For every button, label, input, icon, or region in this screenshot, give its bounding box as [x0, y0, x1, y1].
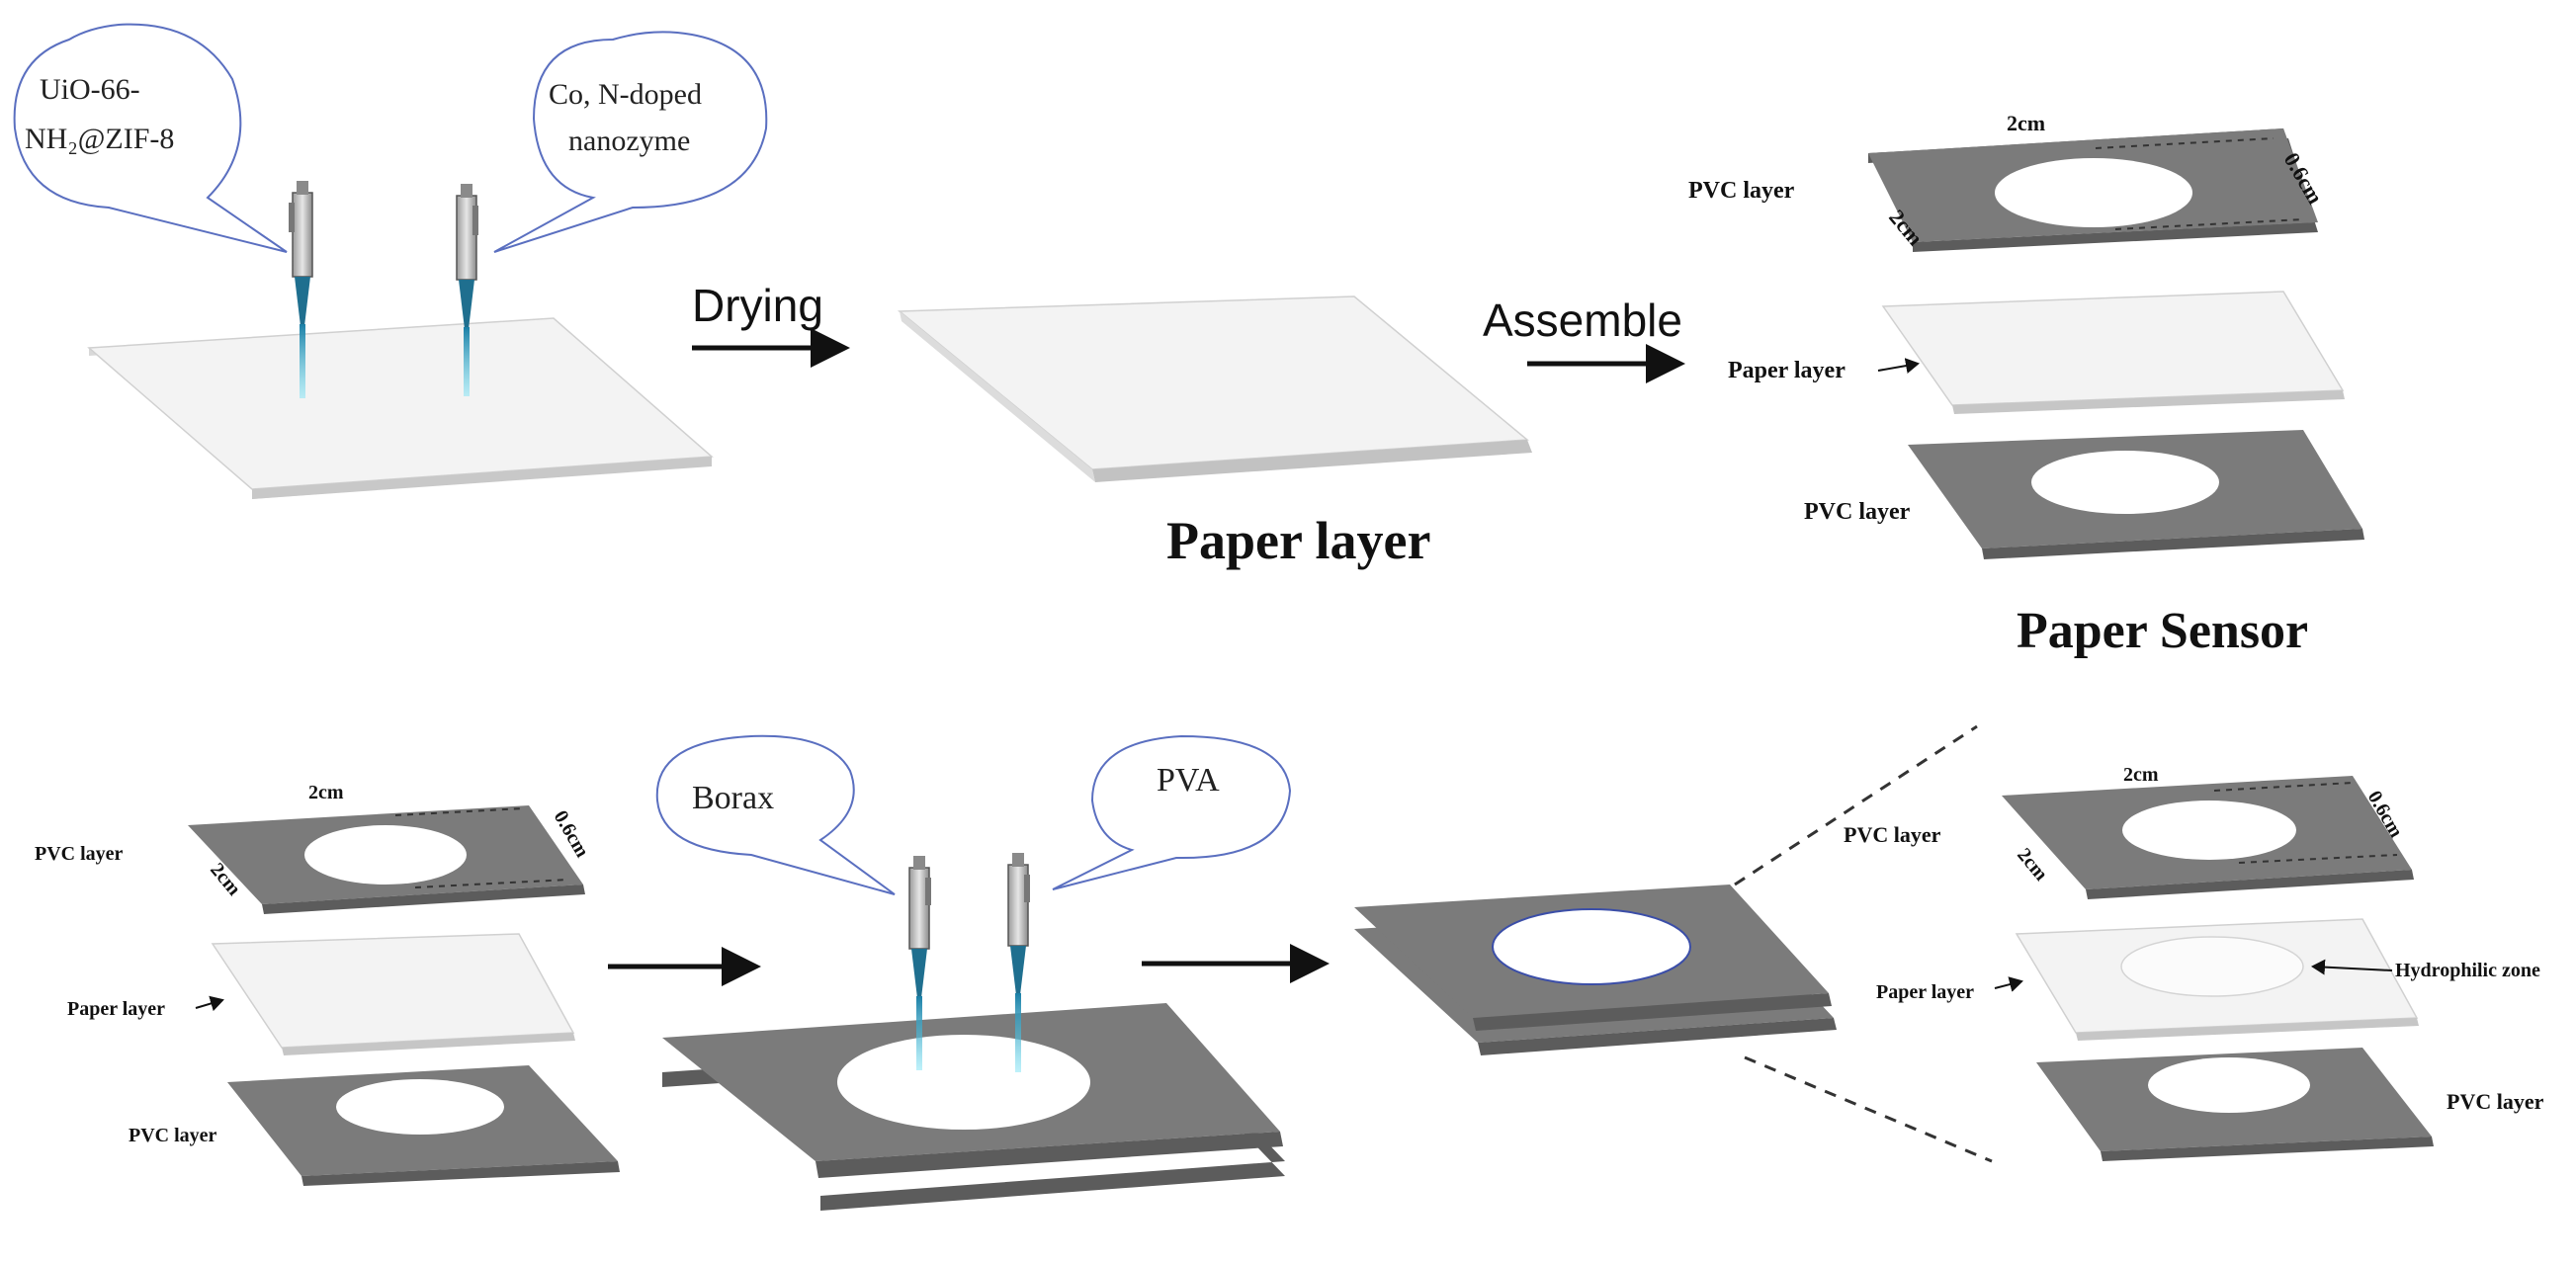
- sensor-exploded-stack: 2cm 0.6cm 2cm PVC layer Paper layer PVC …: [1688, 111, 2364, 659]
- assemble-arrow: Assemble: [1483, 295, 1685, 383]
- bubble-pva-label: PVA: [1157, 762, 1220, 799]
- right-dim-depth: 2cm: [2013, 844, 2052, 885]
- bubble-right-line1: Co, N-doped: [549, 78, 702, 111]
- bottom-right-exploded-stack: 2cm 0.6cm 2cm PVC layer Paper layer Hydr…: [1844, 764, 2544, 1161]
- sensor-dim-width: 2cm: [2007, 111, 2045, 135]
- zoom-line-bottom: [1744, 1055, 1993, 1163]
- bubble-left-line1: UiO-66-: [40, 73, 140, 106]
- pipette-right-icon: [456, 184, 478, 396]
- top-left-paper-sheet: [87, 317, 714, 499]
- pipette-borax-icon: [908, 856, 931, 1070]
- bubble-right-line2: nanozyme: [568, 125, 690, 157]
- pipette-pva-icon: [1007, 853, 1030, 1072]
- speech-bubble-right: Co, N-doped nanozyme: [493, 31, 768, 253]
- speech-bubble-borax: Borax: [655, 734, 896, 895]
- assemble-label: Assemble: [1483, 295, 1682, 346]
- sensor-paper-label: Paper layer: [1728, 358, 1846, 383]
- right-dim-width: 2cm: [2123, 764, 2159, 786]
- left-pvc-top-label: PVC layer: [35, 843, 124, 865]
- paper-sensor-title: Paper Sensor: [2017, 603, 2308, 659]
- bottom-middle-device: [662, 1003, 1285, 1211]
- zoom-line-top: [1734, 724, 1978, 886]
- left-paper-label: Paper layer: [67, 998, 165, 1020]
- bubble-borax-label: Borax: [692, 780, 774, 816]
- paper-layer-sheet: Paper layer: [897, 295, 1532, 570]
- right-paper-label: Paper layer: [1876, 981, 1974, 1003]
- speech-bubble-left: UiO-66- NH₂@ZIF-8: [13, 23, 288, 253]
- left-dim-width: 2cm: [308, 782, 344, 803]
- right-pvc-top-label: PVC layer: [1844, 822, 1941, 847]
- sensor-pvc-top-label: PVC layer: [1688, 178, 1795, 204]
- speech-bubble-pva: PVA: [1052, 734, 1292, 890]
- bottom-left-exploded-stack: 2cm 0.6cm 2cm PVC layer Paper layer PVC …: [35, 782, 620, 1186]
- left-pvc-bottom-label: PVC layer: [129, 1125, 217, 1146]
- sensor-pvc-bottom-label: PVC layer: [1804, 499, 1911, 525]
- bubble-left-line2: NH₂@ZIF-8: [25, 123, 174, 155]
- pipette-left-icon: [289, 181, 313, 398]
- paper-layer-title: Paper layer: [1166, 511, 1430, 570]
- hydrophilic-zone-label: Hydrophilic zone: [2395, 960, 2540, 981]
- right-pvc-bottom-label: PVC layer: [2447, 1089, 2544, 1114]
- drying-label: Drying: [692, 280, 823, 331]
- assembled-device: [1354, 885, 1837, 1055]
- drying-arrow: Drying: [692, 280, 850, 368]
